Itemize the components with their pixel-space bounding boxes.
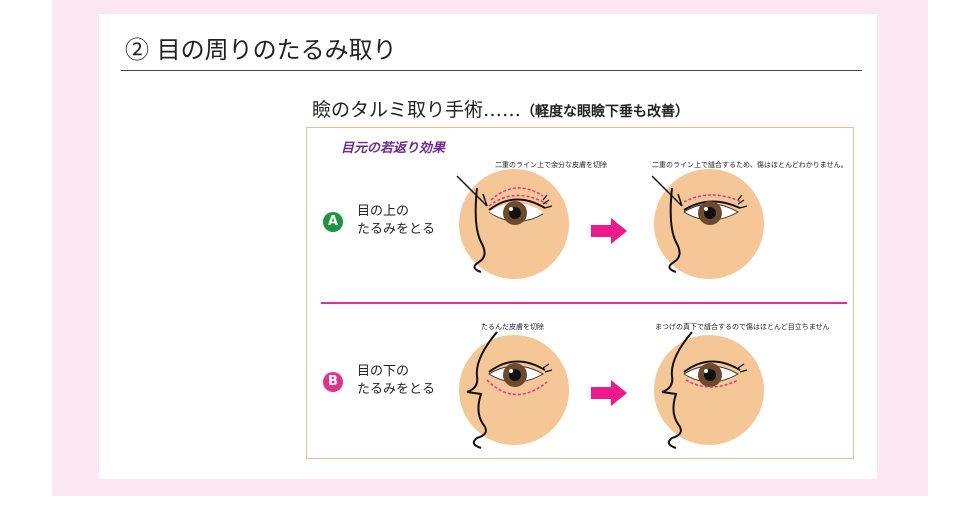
row-b-before-eye-illustration (459, 331, 569, 449)
pointer-line (456, 175, 488, 207)
row-b-label-line2: たるみをとる (357, 382, 436, 397)
right-arrow-icon (591, 380, 627, 406)
surgery-subtitle: 瞼のタルミ取り手術……（軽度な眼瞼下垂も改善） (312, 95, 689, 122)
section-title: ② 目の周りのたるみ取り (125, 36, 397, 64)
incision-line (490, 187, 544, 201)
rejuvenation-figure: 目元の若返り効果 A 目の上の たるみをとる 二重のライン上で余分な皮膚を切除 … (306, 127, 854, 459)
row-a-label: 目の上の たるみをとる (357, 203, 435, 239)
row-a-before-caption: 二重のライン上で余分な皮膚を切除 (495, 161, 607, 169)
incision-line (486, 379, 548, 396)
row-b-label: 目の下の たるみをとる (357, 363, 435, 399)
row-a-label-line1: 目の上の (357, 204, 410, 219)
row-b-after-caption: まつげの真下で縫合するので傷はほとんど目立ちません (655, 323, 830, 331)
figure-heading: 目元の若返り効果 (341, 141, 446, 156)
row-a-after-caption: 二重のライン上で縫合するため、傷はほとんどわかりません。 (652, 161, 848, 169)
badge-a: A (323, 212, 343, 232)
subtitle-note: （軽度な眼瞼下垂も改善） (521, 104, 690, 120)
row-b-before-caption: たるんだ皮膚を切除 (481, 323, 544, 331)
right-arrow-icon (591, 218, 627, 244)
row-b-label-line1: 目の下の (357, 364, 410, 379)
row-a-label-line2: たるみをとる (357, 222, 436, 237)
badge-b: B (323, 372, 343, 392)
row-b-after-eye-illustration (654, 331, 764, 449)
row-a-before-eye-illustration (456, 169, 569, 279)
subtitle-main: 瞼のタルミ取り手術…… (312, 99, 522, 121)
row-divider (321, 302, 847, 304)
title-underline (121, 70, 862, 71)
row-a-after-eye-illustration (651, 169, 764, 279)
